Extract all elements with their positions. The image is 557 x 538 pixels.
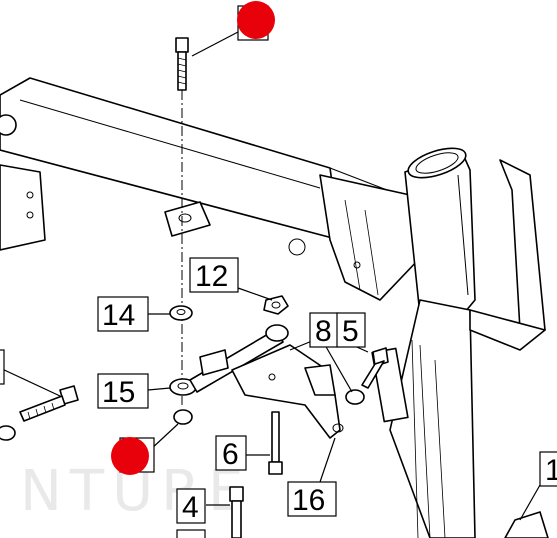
- red-marker-top: [237, 1, 275, 39]
- nut-part-2: [173, 409, 193, 425]
- red-marker-left: [111, 437, 149, 475]
- callout-1-label: 1: [545, 454, 557, 487]
- washer-part-1: [0, 425, 16, 441]
- bolt-part-5: [361, 347, 389, 389]
- callout-box-edge-left: [0, 349, 5, 385]
- callout-6: 6: [215, 435, 247, 471]
- callout-4-label: 4: [182, 491, 199, 524]
- bolt-part-4: [229, 486, 244, 538]
- rod-end-part-15: [169, 324, 289, 396]
- callout-12: 12: [189, 257, 239, 293]
- nut-part-12: [263, 295, 289, 315]
- washer-part-8: [345, 389, 365, 405]
- bolt-part-1: [19, 385, 79, 422]
- callout-5-label: 5: [342, 315, 359, 348]
- washer-part-14: [169, 305, 193, 321]
- callout-8: 8: [309, 312, 339, 348]
- callout-14: 14: [97, 296, 149, 332]
- callout-6-label: 6: [222, 438, 239, 471]
- callout-1: 1: [539, 451, 557, 487]
- callout-14-label: 14: [102, 299, 135, 332]
- callout-16: 16: [287, 481, 337, 517]
- callout-5: 5: [336, 312, 366, 348]
- callout-15: 15: [97, 373, 149, 409]
- callout-12-label: 12: [195, 260, 228, 293]
- callout-4: 4: [176, 488, 206, 524]
- motorcycle-frame: [0, 77, 549, 538]
- callout-16-label: 16: [292, 484, 325, 517]
- callout-8-label: 8: [315, 315, 332, 348]
- callout-box-edge-bottom: [176, 529, 206, 538]
- bracket-part-16: [231, 344, 344, 439]
- callout-15-label: 15: [102, 376, 135, 409]
- bolt-part-6: [268, 411, 283, 475]
- bolt-top: [175, 37, 189, 91]
